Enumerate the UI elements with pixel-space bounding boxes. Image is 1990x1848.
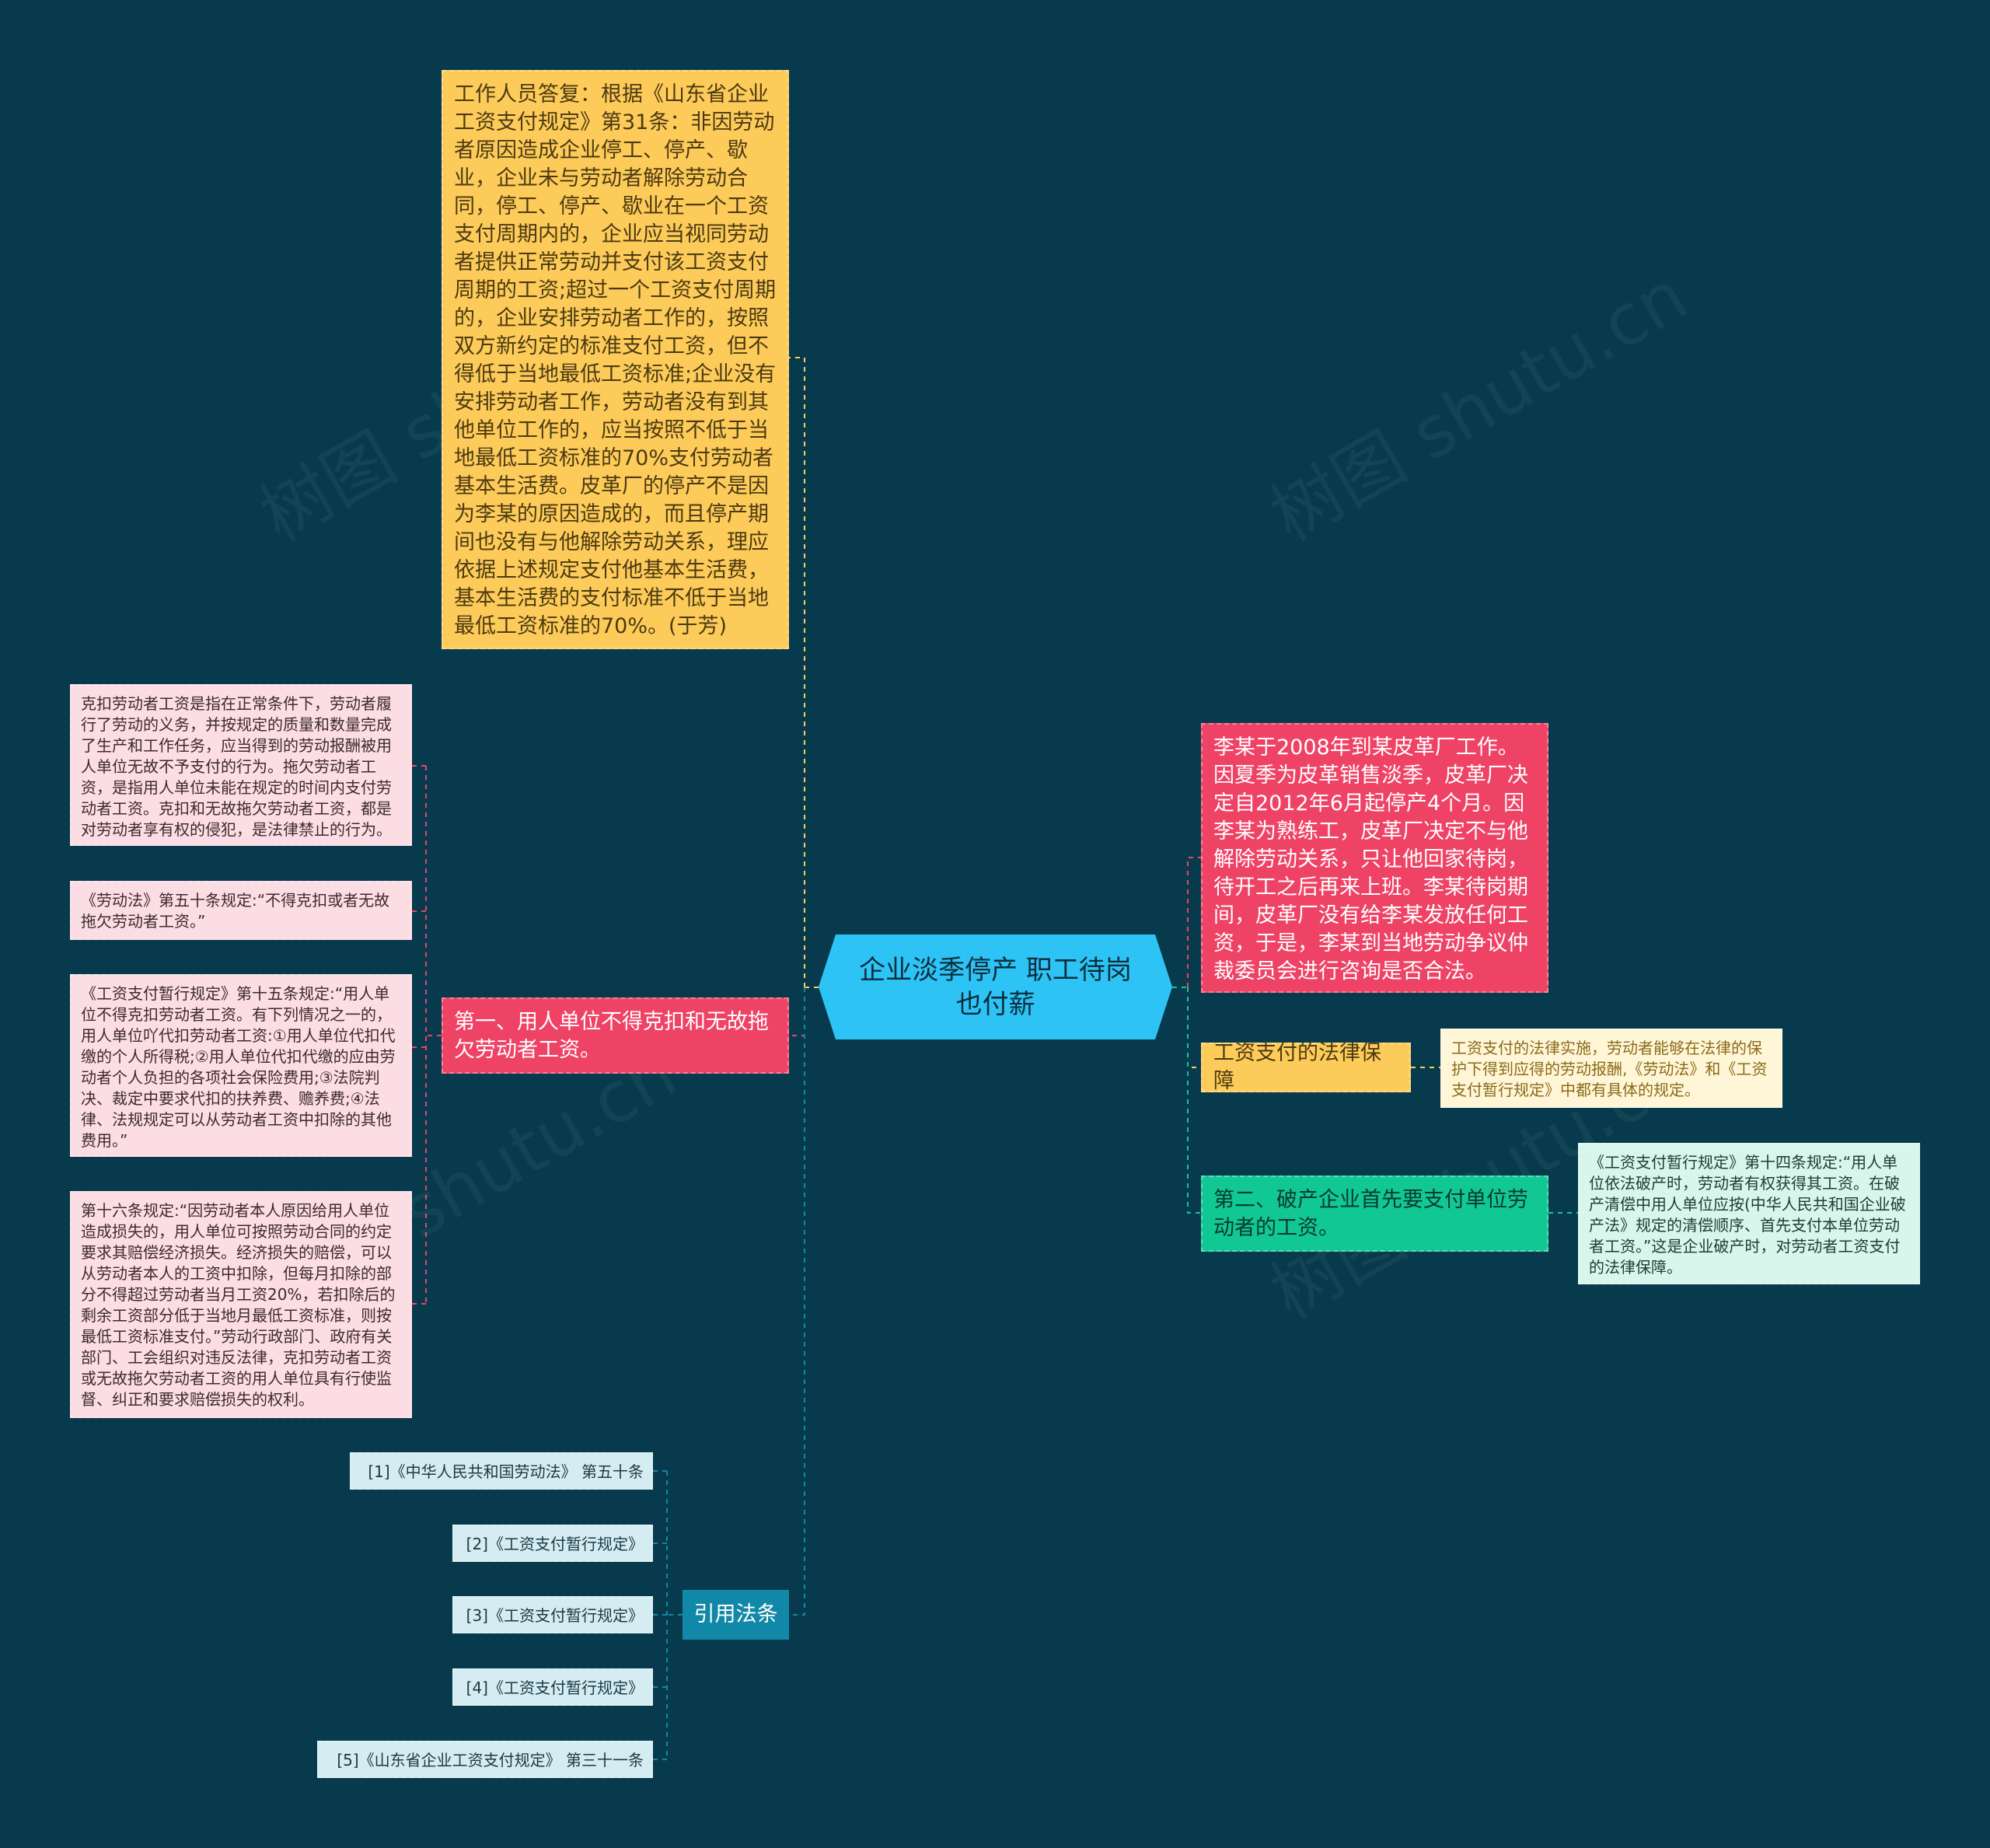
ref-item-label: [2]《工资支付暂行规定》 — [466, 1535, 644, 1553]
detail-text: 第十六条规定:“因劳动者本人原因给用人单位造成损失的，用人单位可按照劳动合同的约… — [81, 1201, 396, 1409]
ref-item-label: [5]《山东省企业工资支付规定》 第三十一条 — [337, 1751, 644, 1769]
ref-item-label: [4]《工资支付暂行规定》 — [466, 1679, 644, 1697]
reply-text: 工作人员答复：根据《山东省企业工资支付规定》第31条：非因劳动者原因造成企业停工… — [454, 82, 777, 638]
detail-wage-rule-15[interactable]: 《工资支付暂行规定》第十五条规定:“用人单位不得克扣劳动者工资。有下列情况之一的… — [70, 974, 412, 1157]
case-text: 李某于2008年到某皮革厂工作。因夏季为皮革销售淡季，皮革厂决定自2012年6月… — [1213, 735, 1528, 983]
ref-item[interactable]: [3]《工资支付暂行规定》 — [452, 1596, 653, 1633]
guarantee-detail[interactable]: 工资支付的法律实施，劳动者能够在法律的保护下得到应得的劳动报酬,《劳动法》和《工… — [1440, 1029, 1782, 1108]
detail-labor-law-50[interactable]: 《劳动法》第五十条规定:“不得克扣或者无故拖欠劳动者工资。” — [70, 881, 412, 940]
guarantee-detail-text: 工资支付的法律实施，劳动者能够在法律的保护下得到应得的劳动报酬,《劳动法》和《工… — [1451, 1039, 1768, 1099]
first-principle-node[interactable]: 第一、用人单位不得克扣和无故拖欠劳动者工资。 — [442, 997, 789, 1074]
second-principle-detail[interactable]: 《工资支付暂行规定》第十四条规定:“用人单位依法破产时，劳动者有权获得其工资。在… — [1578, 1143, 1920, 1284]
detail-wage-rule-16[interactable]: 第十六条规定:“因劳动者本人原因给用人单位造成损失的，用人单位可按照劳动合同的约… — [70, 1191, 412, 1418]
root-label: 企业淡季停产 职工待岗也付薪 — [859, 954, 1132, 1020]
ref-item-label: [3]《工资支付暂行规定》 — [466, 1606, 644, 1625]
root-topic[interactable]: 企业淡季停产 职工待岗也付薪 — [819, 934, 1172, 1039]
ref-item[interactable]: [2]《工资支付暂行规定》 — [452, 1525, 653, 1562]
detail-text: 《工资支付暂行规定》第十五条规定:“用人单位不得克扣劳动者工资。有下列情况之一的… — [81, 984, 396, 1150]
detail-deduction-definition[interactable]: 克扣劳动者工资是指在正常条件下，劳动者履行了劳动的义务，并按规定的质量和数量完成… — [70, 684, 412, 846]
ref-item-label: [1]《中华人民共和国劳动法》 第五十条 — [368, 1462, 644, 1481]
ref-item[interactable]: [5]《山东省企业工资支付规定》 第三十一条 — [317, 1741, 653, 1778]
ref-item[interactable]: [4]《工资支付暂行规定》 — [452, 1668, 653, 1706]
ref-item[interactable]: [1]《中华人民共和国劳动法》 第五十条 — [350, 1452, 653, 1490]
detail-text: 克扣劳动者工资是指在正常条件下，劳动者履行了劳动的义务，并按规定的质量和数量完成… — [81, 694, 392, 839]
refs-node[interactable]: 引用法条 — [683, 1590, 789, 1640]
refs-label: 引用法条 — [693, 1602, 778, 1626]
first-principle-label: 第一、用人单位不得克扣和无故拖欠劳动者工资。 — [454, 1010, 769, 1062]
second-principle-label: 第二、破产企业首先要支付单位劳动者的工资。 — [1213, 1188, 1528, 1240]
second-principle-detail-text: 《工资支付暂行规定》第十四条规定:“用人单位依法破产时，劳动者有权获得其工资。在… — [1589, 1153, 1906, 1277]
detail-text: 《劳动法》第五十条规定:“不得克扣或者无故拖欠劳动者工资。” — [81, 891, 390, 931]
second-principle-node[interactable]: 第二、破产企业首先要支付单位劳动者的工资。 — [1201, 1176, 1548, 1252]
reply-node[interactable]: 工作人员答复：根据《山东省企业工资支付规定》第31条：非因劳动者原因造成企业停工… — [442, 70, 789, 649]
case-node[interactable]: 李某于2008年到某皮革厂工作。因夏季为皮革销售淡季，皮革厂决定自2012年6月… — [1201, 723, 1548, 993]
guarantee-node[interactable]: 工资支付的法律保障 — [1201, 1041, 1411, 1093]
guarantee-label: 工资支付的法律保障 — [1213, 1041, 1381, 1093]
